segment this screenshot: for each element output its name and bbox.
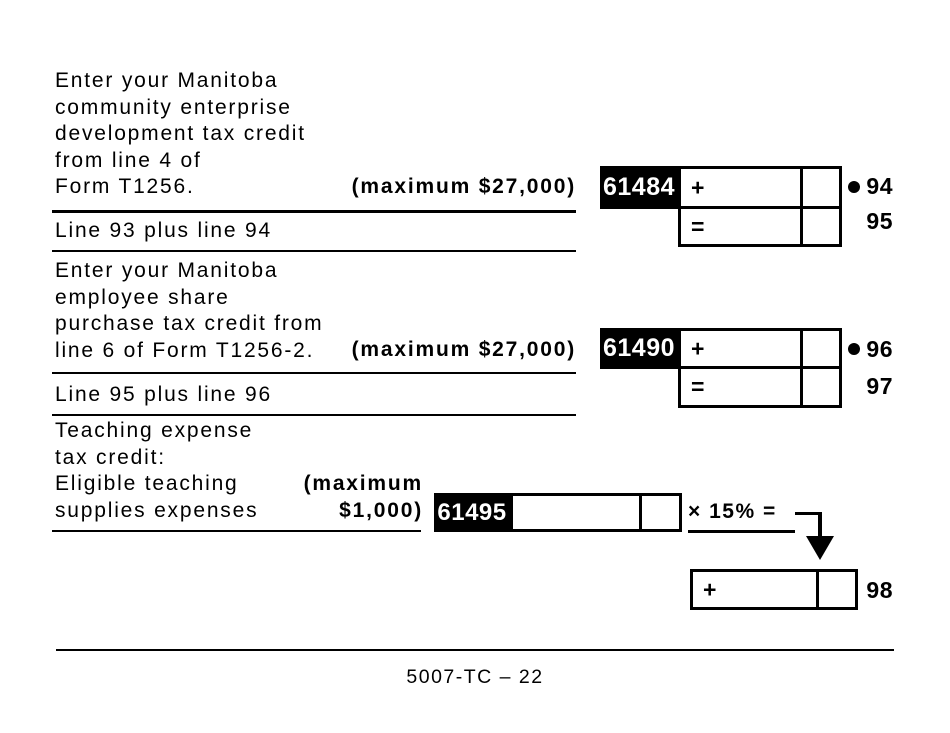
amount-field-line98[interactable]: + [690, 569, 858, 610]
field-code-box-61495: 61495 [434, 493, 510, 532]
description-line: employee share [55, 285, 230, 309]
amount-field-line96[interactable]: + [678, 328, 842, 369]
multiplier-label: × 15% = [688, 500, 777, 523]
section1-maximum-note: (maximum $27,000) [351, 175, 576, 198]
maximum-note-line: $1,000) [339, 498, 423, 522]
description-line: from line 4 of [55, 148, 202, 172]
field-code-box-61484: 61484 [600, 166, 678, 209]
description-line: Teaching expense [55, 419, 254, 442]
multiplier-result-rule [688, 530, 795, 533]
amount-field-line97[interactable]: = [678, 366, 842, 408]
description-line: tax credit: [55, 445, 166, 469]
description-line: Eligible teaching [55, 472, 239, 496]
bullet-94 [848, 181, 860, 193]
description-line: community enterprise [55, 95, 292, 119]
cents-divider [800, 169, 803, 206]
section3-maximum-note: (maximum $1,000) [304, 471, 423, 524]
section2-maximum-note: (maximum $27,000) [351, 338, 576, 361]
equals-sign: = [691, 373, 705, 400]
description-line: Enter your Manitoba [55, 259, 279, 282]
section2-sum-label: Line 95 plus line 96 [55, 383, 272, 406]
description-line: development tax credit [55, 122, 306, 146]
line-number-95: 95 [866, 208, 893, 234]
section2-rule [52, 371, 576, 374]
plus-sign: + [691, 174, 705, 200]
equals-sign: = [691, 213, 705, 239]
section1-description: Enter your Manitoba community enterprise… [55, 68, 306, 201]
description-line: Enter your Manitoba [55, 69, 279, 92]
section2-sum-rule [52, 413, 576, 416]
plus-sign: + [703, 576, 717, 602]
cents-divider [800, 369, 803, 405]
section3-rule [52, 529, 421, 532]
footer-form-code: 5007-TC – 22 [406, 666, 544, 688]
section1-sum-rule [52, 249, 576, 252]
description-line: supplies expenses [55, 498, 259, 522]
line-number-98: 98 [866, 577, 893, 603]
amount-field-line95[interactable]: = [678, 206, 842, 247]
cents-divider [639, 496, 642, 529]
amount-field-teaching-supplies[interactable] [510, 493, 682, 532]
field-code-box-61490: 61490 [600, 328, 678, 369]
section3-description: Teaching expense tax credit: Eligible te… [55, 418, 258, 524]
description-line: line 6 of Form T1256-2. [55, 338, 315, 362]
section1-sum-label: Line 93 plus line 94 [55, 219, 272, 242]
bullet-96 [848, 343, 860, 355]
amount-field-line94[interactable]: + [678, 166, 842, 209]
description-line: purchase tax credit from [55, 312, 324, 336]
line-number-96: 96 [866, 336, 893, 362]
plus-sign: + [691, 335, 705, 361]
description-line: Form T1256. [55, 175, 195, 199]
cents-divider [800, 331, 803, 366]
section2-description: Enter your Manitoba employee share purch… [55, 258, 323, 364]
arrow-down-icon [806, 536, 834, 560]
cents-divider [800, 209, 803, 244]
connector-elbow-vertical [818, 512, 822, 538]
maximum-note-line: (maximum [303, 472, 423, 495]
cents-divider [816, 572, 819, 607]
line-number-94: 94 [866, 173, 893, 199]
footer-rule [56, 648, 894, 651]
connector-elbow-horizontal [795, 512, 821, 515]
section1-rule [52, 210, 576, 213]
line-number-97: 97 [866, 373, 893, 399]
